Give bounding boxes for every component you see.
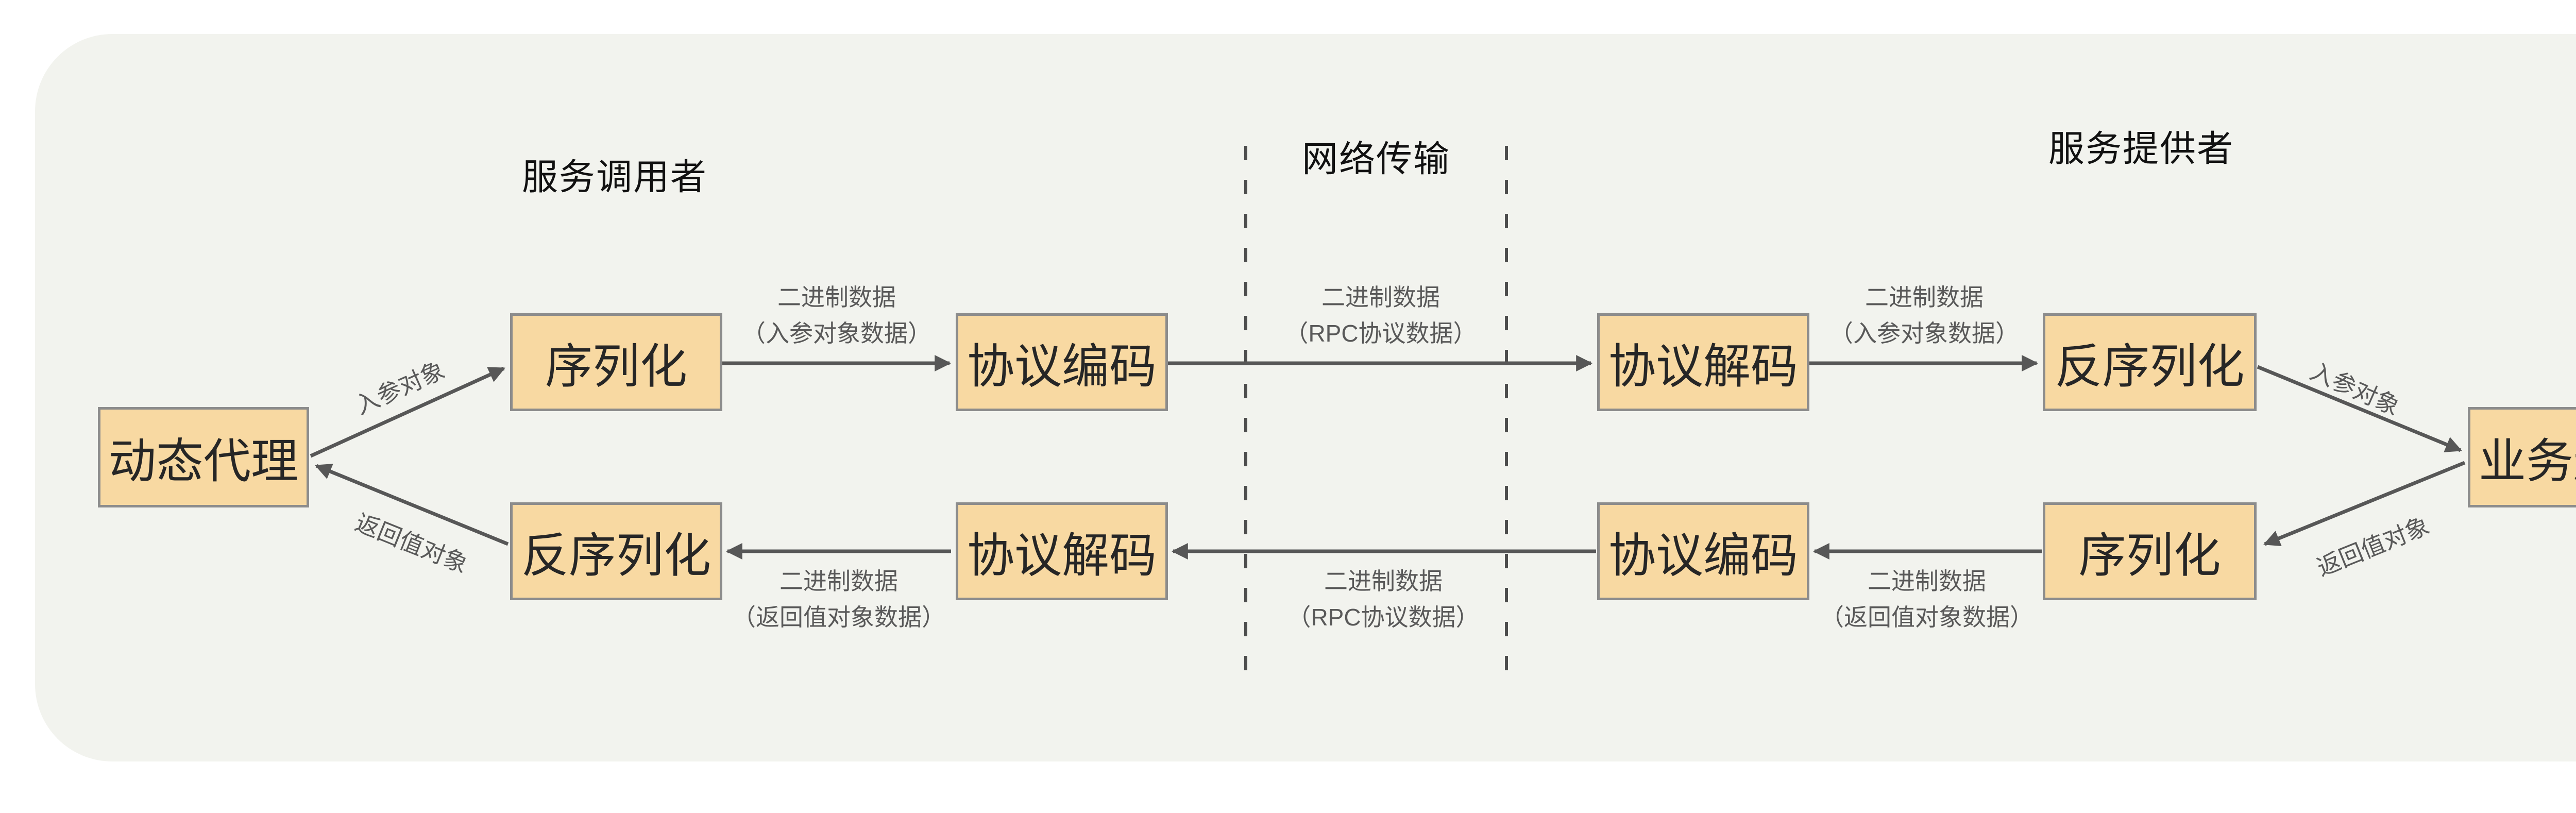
node-provider-encode: 协议编码 (1597, 502, 1809, 600)
edge-label-bottom-left-binary: 二进制数据 （返回值对象数据） (732, 563, 945, 635)
edge-label-line: （RPC协议数据） (1287, 604, 1480, 631)
edge-label-bottom-right-binary: 二进制数据 （返回值对象数据） (1820, 563, 2033, 635)
node-provider-deserialize: 反序列化 (2043, 313, 2257, 411)
edge-label-line: （RPC协议数据） (1284, 320, 1477, 347)
arrow-proxy-to-serialize (310, 366, 505, 458)
edge-label-line: 二进制数据 (1324, 568, 1443, 595)
node-provider-serialize: 序列化 (2043, 502, 2257, 600)
node-provider-decode: 协议解码 (1597, 313, 1809, 411)
arrow-deserialize-to-business (2257, 365, 2462, 452)
node-dynamic-proxy: 动态代理 (98, 407, 309, 507)
edge-label-top-right-binary: 二进制数据 （入参对象数据） (1829, 279, 2019, 351)
edge-label-line: 二进制数据 (1321, 284, 1440, 311)
edge-label-line: 二进制数据 (779, 568, 898, 595)
arrow-deserialize-to-proxy (315, 464, 509, 546)
edge-label-line: 二进制数据 (1865, 284, 1984, 311)
edge-label-top-mid-binary: 二进制数据 （RPC协议数据） (1284, 279, 1477, 351)
node-business-logic: 业务逻辑 (2468, 407, 2576, 507)
edge-label-line: （返回值对象数据） (732, 604, 945, 631)
edge-label-top-left-binary: 二进制数据 （入参对象数据） (742, 279, 931, 351)
section-title-caller: 服务调用者 (522, 157, 707, 197)
node-caller-decode: 协议解码 (956, 502, 1168, 600)
edge-label-bottom-mid-binary: 二进制数据 （RPC协议数据） (1287, 563, 1479, 635)
edge-label-line: 二进制数据 (777, 284, 896, 311)
arrow-business-to-serialize (2263, 461, 2466, 546)
node-caller-deserialize: 反序列化 (510, 502, 722, 600)
edge-label-line: （入参对象数据） (742, 320, 931, 347)
edge-label-line: 二进制数据 (1868, 568, 1986, 595)
edge-label-line: （返回值对象数据） (1820, 604, 2033, 631)
edge-label-line: （入参对象数据） (1829, 320, 2019, 347)
node-caller-serialize: 序列化 (510, 313, 722, 411)
section-title-network: 网络传输 (1302, 139, 1450, 179)
section-title-provider: 服务提供者 (2048, 128, 2234, 169)
node-caller-encode: 协议编码 (956, 313, 1168, 411)
